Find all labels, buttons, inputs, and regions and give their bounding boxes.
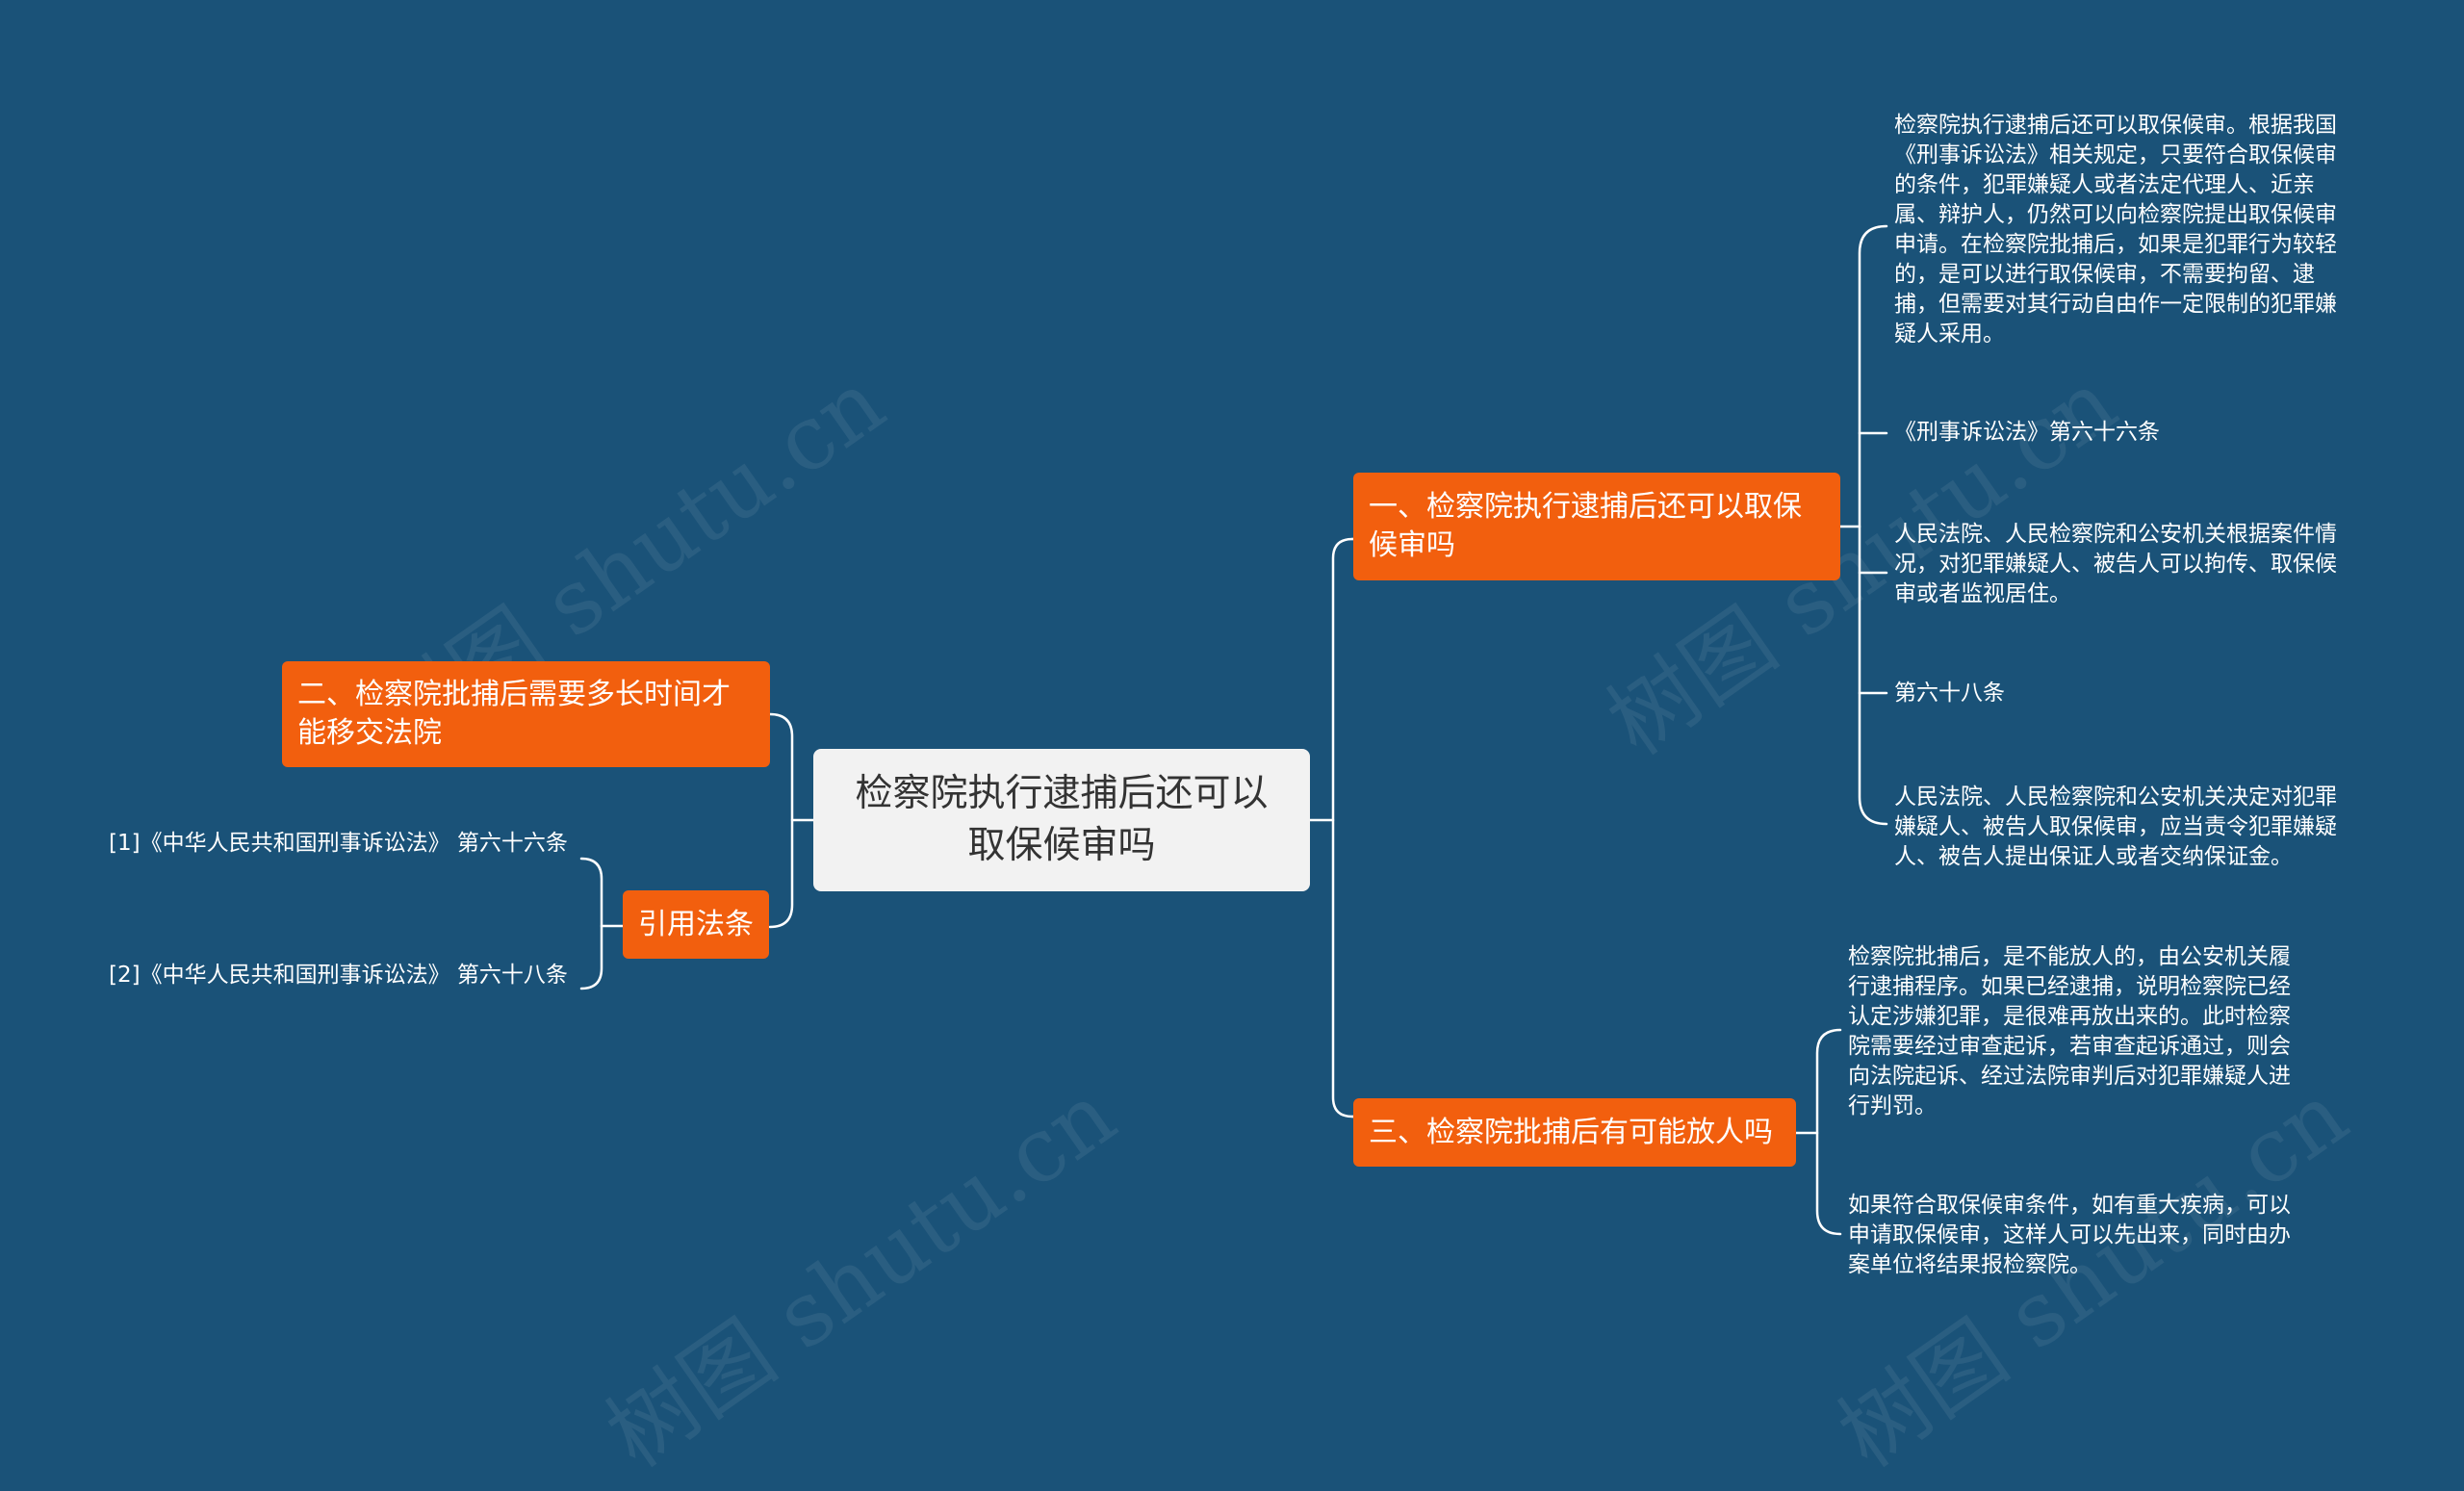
branch-topic-1-label: 一、检察院执行逮捕后还可以取保候审吗 <box>1369 490 1802 562</box>
leaf-b1-4[interactable]: 第六十八条 <box>1894 681 2005 706</box>
connector-right-spine <box>1331 537 1354 1118</box>
branch-topic-3[interactable]: 三、检察院批捕后有可能放人吗 <box>1353 1098 1796 1167</box>
leaf-b1-1[interactable]: 检察院执行逮捕后还可以取保候审。根据我国《刑事诉讼法》相关规定，只要符合取保候审… <box>1894 113 2337 347</box>
branch-topic-2-label: 二、检察院批捕后需要多长时间才能移交法院 <box>297 678 731 750</box>
branch-topic-1[interactable]: 一、检察院执行逮捕后还可以取保候审吗 <box>1353 473 1840 580</box>
leaf-b1-5[interactable]: 人民法院、人民检察院和公安机关决定对犯罪嫌疑人、被告人取保候审，应当责令犯罪嫌疑… <box>1894 784 2337 869</box>
connector-branch-1-spine <box>1858 224 1888 826</box>
root-topic[interactable]: 检察院执行逮捕后还可以取保候审吗 <box>813 749 1310 891</box>
branch-topic-2[interactable]: 二、检察院批捕后需要多长时间才能移交法院 <box>282 661 770 767</box>
connector-branch-3-spine <box>1815 1028 1842 1236</box>
branch-topic-3-label: 三、检察院批捕后有可能放人吗 <box>1369 1115 1773 1149</box>
connector-left-spine <box>768 712 794 929</box>
leaf-b3-2[interactable]: 如果符合取保候审条件，如有重大疾病，可以申请取保候审，这样人可以先出来，同时由办… <box>1848 1193 2291 1277</box>
leaf-b1-3[interactable]: 人民法院、人民检察院和公安机关根据案件情况，对犯罪嫌疑人、被告人可以拘传、取保候… <box>1894 522 2337 606</box>
connector-lines <box>579 224 1888 1236</box>
leaf-refs-1[interactable]: [1]《中华人民共和国刑事诉讼法》 第六十六条 <box>109 831 568 856</box>
root-topic-label: 检察院执行逮捕后还可以取保候审吗 <box>855 772 1269 867</box>
branch-topic-refs-label: 引用法条 <box>638 907 754 941</box>
leaf-refs-2[interactable]: [2]《中华人民共和国刑事诉讼法》 第六十八条 <box>109 963 568 988</box>
connector-refs-spine <box>579 857 603 990</box>
leaf-b3-1[interactable]: 检察院批捕后，是不能放人的，由公安机关履行逮捕程序。如果已经逮捕，说明检察院已经… <box>1848 944 2291 1118</box>
leaf-b1-2[interactable]: 《刑事诉讼法》第六十六条 <box>1894 420 2160 445</box>
mindmap-canvas: 树图 shutu.cn 树图 shutu.cn 树图 shutu.cn 树图 s… <box>109 113 2365 1487</box>
branch-topic-refs[interactable]: 引用法条 <box>623 890 769 959</box>
